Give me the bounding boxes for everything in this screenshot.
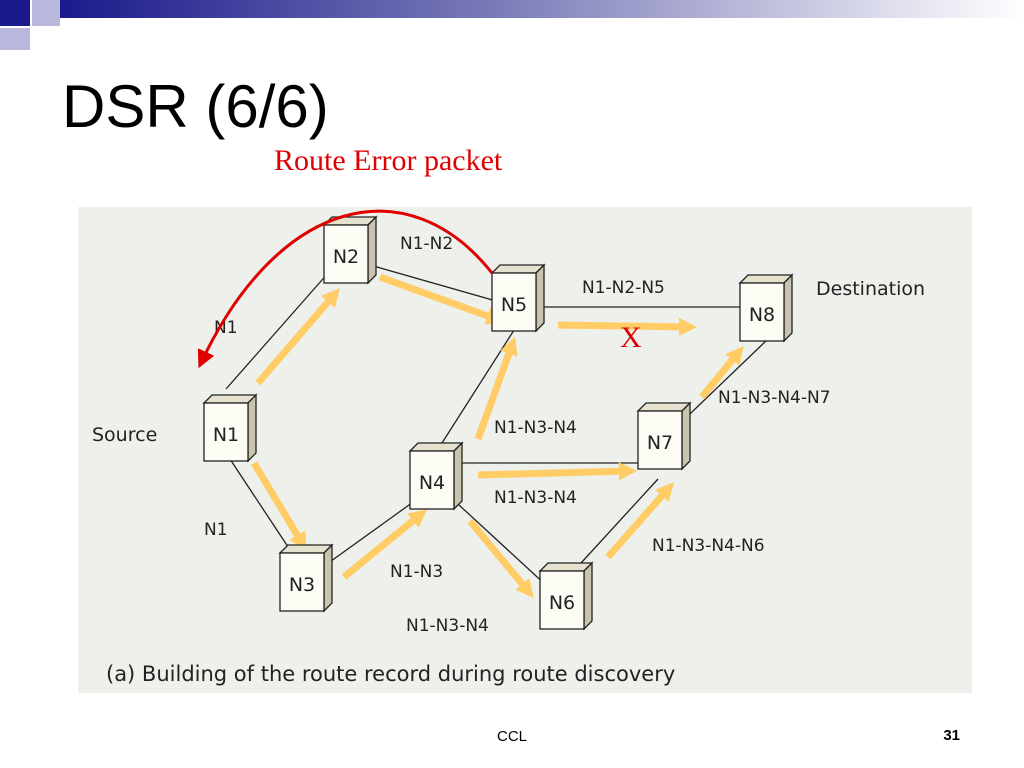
node-n1: N1 <box>202 393 258 463</box>
route-label-n4-n7: N1-N3-N4 <box>494 488 577 508</box>
route-label-n5-n8: N1-N2-N5 <box>582 278 665 298</box>
node-n8-label: N8 <box>749 304 775 326</box>
flow-arrow-n7-n8 <box>699 345 744 400</box>
flow-arrow-n1-n3 <box>250 461 307 551</box>
flow-arrow-n5-n8 <box>557 317 698 336</box>
route-label-n7-n8: N1-N3-N4-N7 <box>718 388 831 408</box>
route-label-n3-n6: N1-N3-N4 <box>406 616 489 636</box>
node-n6: N6 <box>538 561 594 631</box>
flow-arrow-n4-n7 <box>477 462 638 481</box>
node-n8: N8 <box>738 273 794 343</box>
footer-label: CCL <box>496 728 527 745</box>
route-label-n2-n5: N1-N2 <box>400 234 453 254</box>
route-label-n1-n2: N1 <box>214 318 238 338</box>
link-n4-n6 <box>445 492 549 588</box>
flow-arrow-n4-n6 <box>467 518 534 599</box>
node-n3-label: N3 <box>289 574 315 596</box>
flow-arrow-n4-n5 <box>474 336 518 441</box>
node-n2: N2 <box>322 215 378 285</box>
node-n2-label: N2 <box>333 246 359 268</box>
node-n6-label: N6 <box>549 592 575 614</box>
flow-arrow-n6-n7 <box>605 482 675 560</box>
broken-link-mark: X <box>620 321 642 354</box>
node-n7-label: N7 <box>647 432 673 454</box>
route-error-arrow <box>197 209 494 369</box>
node-n7: N7 <box>636 401 692 471</box>
link-n6-n7 <box>569 478 659 576</box>
flow-arrow-n2-n5 <box>378 273 505 325</box>
route-label-n3-n4: N1-N3 <box>390 562 443 582</box>
node-n4: N4 <box>408 441 464 511</box>
route-discovery-figure: N1 N2 N5 N8 N4 <box>92 209 925 686</box>
route-label-n4-n5: N1-N3-N4 <box>494 418 577 438</box>
link-n2-n5 <box>369 264 511 306</box>
diagram-caption: (a) Building of the route record during … <box>106 662 675 686</box>
node-n1-label: N1 <box>213 424 239 446</box>
page-number: 31 <box>943 727 960 744</box>
destination-label: Destination <box>816 278 925 300</box>
header-square-light <box>32 0 60 26</box>
route-error-label: Route Error packet <box>274 144 503 177</box>
node-n4-label: N4 <box>419 472 445 494</box>
header-square-dark <box>0 0 30 26</box>
source-label: Source <box>92 424 157 446</box>
flow-arrow-n1-n2 <box>255 288 340 386</box>
node-n3: N3 <box>278 543 334 613</box>
node-n5-label: N5 <box>501 294 527 316</box>
header-square-light-2 <box>0 28 30 50</box>
slide-title: DSR (6/6) <box>62 73 329 140</box>
node-n5: N5 <box>490 263 546 333</box>
route-label-n1-n3: N1 <box>204 520 228 540</box>
route-label-n6-n7: N1-N3-N4-N6 <box>652 536 765 556</box>
dsr-route-diagram: N1 N2 N5 N8 N4 <box>78 207 972 693</box>
slide-header-bar <box>0 0 1024 50</box>
flow-arrow-n3-n4 <box>341 509 428 580</box>
